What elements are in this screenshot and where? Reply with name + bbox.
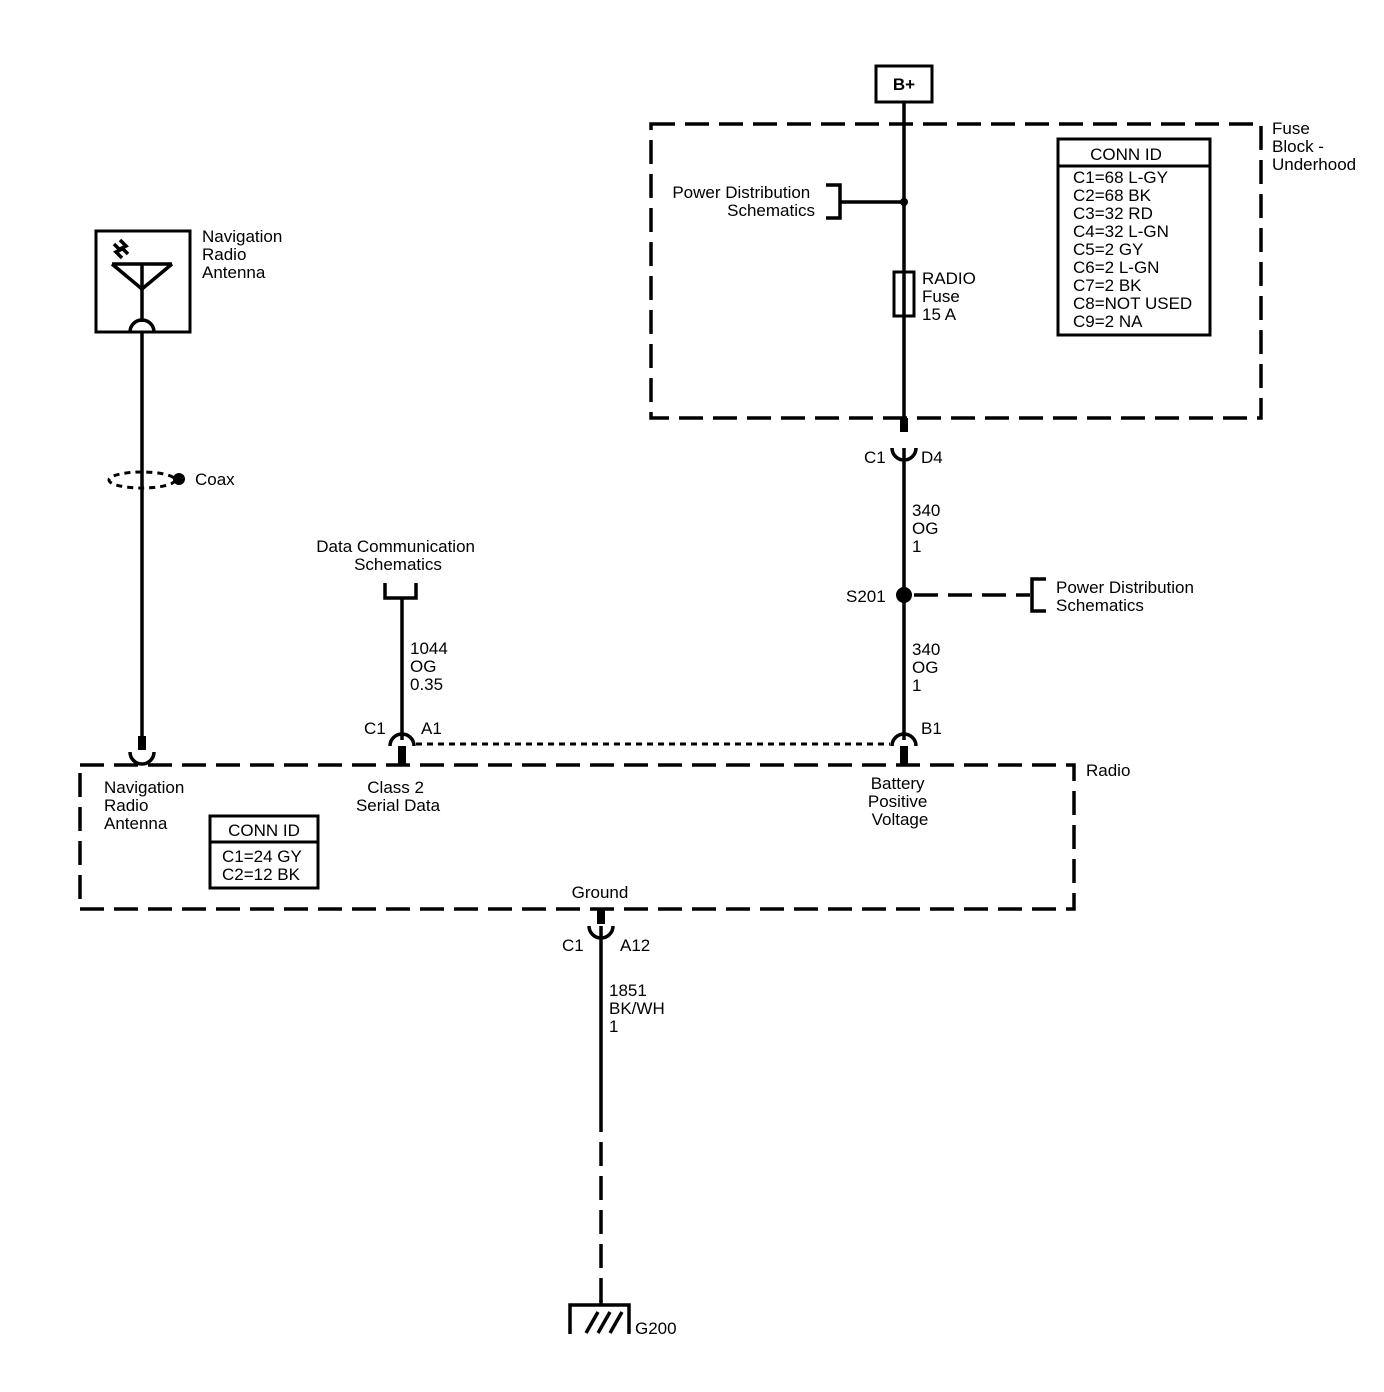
fuse-conn-id-rows: C1=68 L-GY C2=68 BK C3=32 RD C4=32 L-GN … xyxy=(1073,168,1197,331)
antenna-box-connector xyxy=(128,318,156,333)
b1-pin xyxy=(900,746,908,764)
c1-a1-pin xyxy=(398,746,406,764)
c1-a12-pin-label: A12 xyxy=(620,936,650,955)
ground-g200-label: G200 xyxy=(635,1319,677,1338)
wire-1851-label: 1851 BK/WH 1 xyxy=(609,981,669,1036)
radio-conn-id-title: CONN ID xyxy=(228,821,300,840)
b-plus-label: B+ xyxy=(893,75,915,94)
radio-name: Radio xyxy=(1086,761,1130,780)
power-dist-ref-bracket xyxy=(826,183,842,220)
b1-pin-label: B1 xyxy=(921,719,942,738)
fuse-block-name: Fuse Block - Underhood xyxy=(1272,119,1356,174)
antenna-radio-connector xyxy=(128,751,156,766)
b1-connector xyxy=(890,732,918,747)
fuse-conn-id-title: CONN ID xyxy=(1090,145,1162,164)
c1-d4-pin xyxy=(900,418,908,432)
c1-d4-conn-label: C1 xyxy=(864,448,886,467)
c1-a12-conn-label: C1 xyxy=(562,936,584,955)
ground-g200-icon xyxy=(568,1300,631,1334)
antenna-radio-pin xyxy=(138,736,146,750)
wire-340-upper-label: 340 OG 1 xyxy=(912,501,945,556)
fuse-block-conn-id-table: CONN ID C1=68 L-GY C2=68 BK C3=32 RD C4=… xyxy=(1056,137,1212,337)
wire-340-lower-label: 340 OG 1 xyxy=(912,640,945,695)
data-comm-ref-bracket xyxy=(383,583,418,600)
fuse-block-outline xyxy=(649,122,1263,420)
wire-1044-label: 1044 OG 0.35 xyxy=(410,639,453,694)
data-comm-ref-label: Data Communication Schematics xyxy=(316,537,479,574)
radio-conn-id-rows: C1=24 GY C2=12 BK xyxy=(222,847,306,884)
radio-antenna-label: Navigation Radio Antenna xyxy=(104,778,189,833)
c1-a1-pin-label: A1 xyxy=(421,719,442,738)
c1-d4-pin-label: D4 xyxy=(921,448,943,467)
radio-class2-label: Class 2 Serial Data xyxy=(356,778,441,815)
coax-label: Coax xyxy=(195,470,235,489)
splice-s201-label: S201 xyxy=(846,587,886,606)
coax-shield-dot xyxy=(173,473,185,485)
splice-ref-bracket xyxy=(1030,577,1046,613)
radio-outline xyxy=(78,763,1076,911)
antenna-name: Navigation Radio Antenna xyxy=(202,227,287,282)
antenna-icon xyxy=(110,238,174,322)
radio-ground-label: Ground xyxy=(572,883,629,902)
radio-conn-id-table: CONN ID C1=24 GY C2=12 BK xyxy=(208,814,320,890)
radio-battery-label: Battery Positive Voltage xyxy=(868,774,932,829)
c1-a1-conn-label: C1 xyxy=(364,719,386,738)
power-dist-ref-top: Power Distribution Schematics xyxy=(672,183,815,220)
splice-ref-label: Power Distribution Schematics xyxy=(1056,578,1199,615)
c1-a12-pin xyxy=(597,910,605,924)
c1-a1-connector xyxy=(388,732,416,747)
radio-fuse-label: RADIO Fuse 15 A xyxy=(922,269,981,324)
